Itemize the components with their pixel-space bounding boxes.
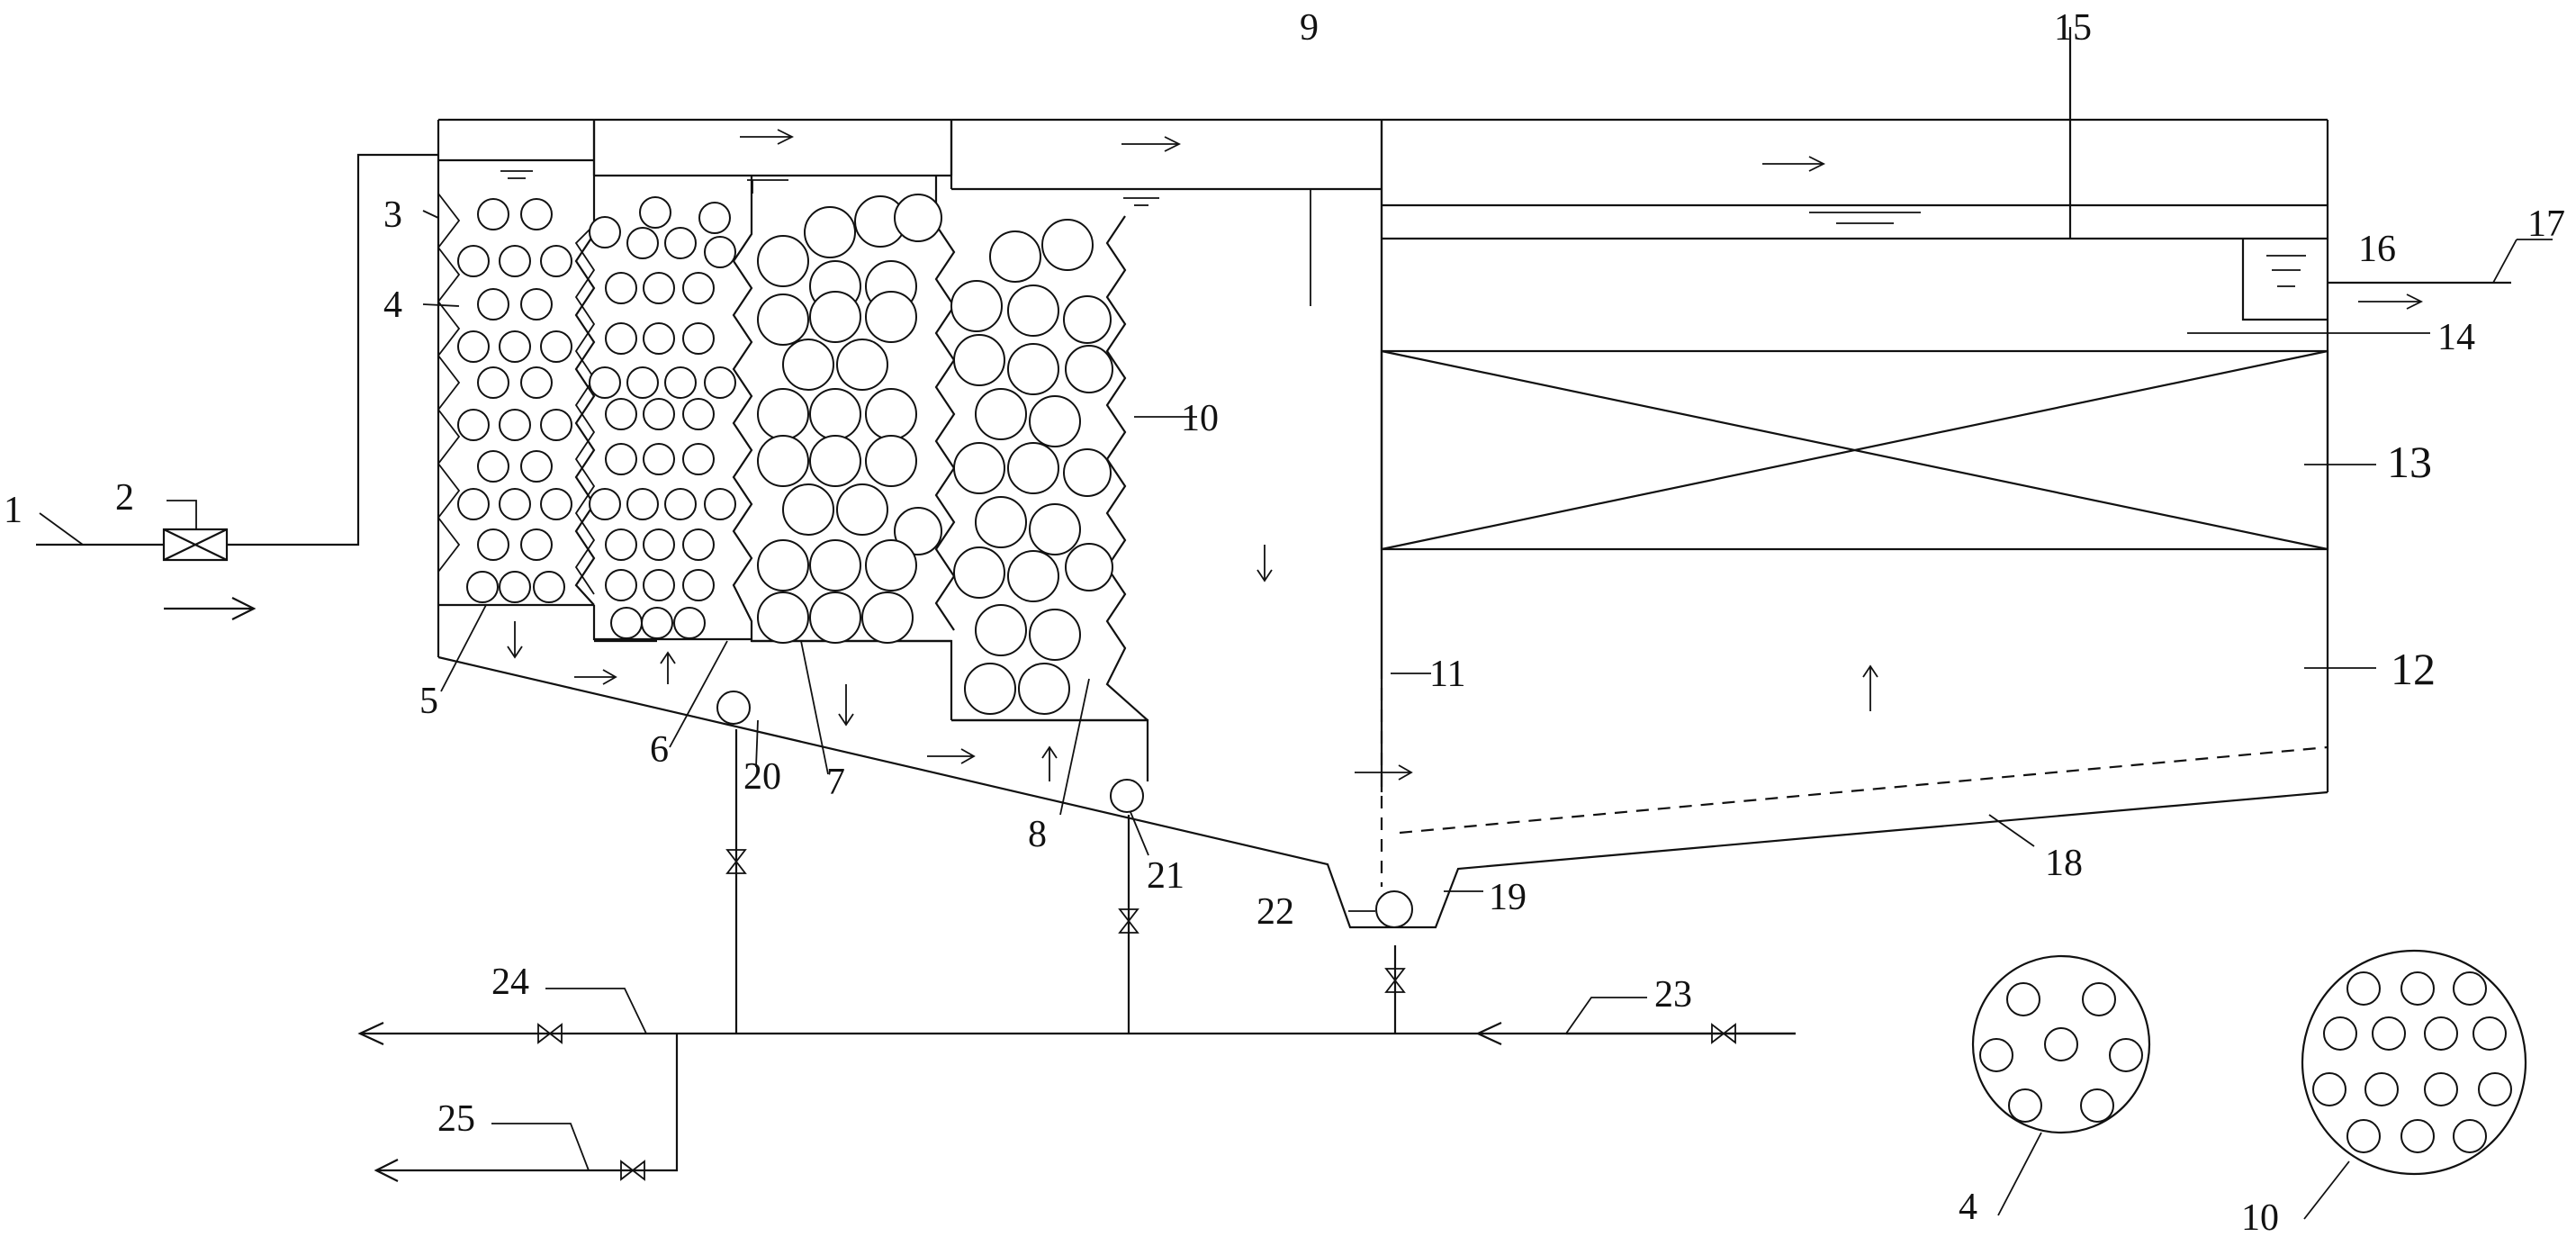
label-3: 3 [383, 194, 402, 236]
label-10: 10 [1181, 398, 1219, 439]
detail-label-4: 4 [1959, 1187, 1977, 1228]
detail-4 [1971, 954, 2151, 1216]
labels: 1 2 3 4 5 6 7 8 9 10 11 12 13 14 15 16 1… [4, 7, 2565, 1237]
detail-10 [2301, 949, 2527, 1220]
valves [537, 849, 1736, 1181]
label-11: 11 [1429, 654, 1465, 695]
label-23: 23 [1654, 974, 1692, 1016]
label-18: 18 [2045, 843, 2083, 884]
label-4: 4 [383, 284, 402, 326]
outlet-weir [2187, 239, 2511, 334]
top-flow-arrows [740, 129, 1826, 172]
label-1: 1 [4, 490, 23, 531]
label-12: 12 [2391, 644, 2436, 694]
chamber-1 [437, 158, 596, 659]
label-21: 21 [1147, 855, 1184, 897]
valve-22 [1384, 968, 1406, 993]
valve-21 [1118, 908, 1139, 934]
chamber-2 [574, 174, 951, 685]
inlet-flow-arrow [164, 597, 257, 620]
chamber-4 [927, 187, 1382, 781]
label-14: 14 [2437, 317, 2475, 358]
label-20: 20 [743, 756, 781, 798]
valve-23 [1711, 1023, 1736, 1044]
label-2: 2 [115, 477, 134, 519]
label-9: 9 [1300, 7, 1319, 49]
label-16: 16 [2358, 229, 2396, 270]
label-22: 22 [1256, 891, 1294, 933]
label-24: 24 [491, 962, 529, 1003]
inlet-pipe [36, 153, 438, 562]
label-25: 25 [437, 1098, 475, 1140]
valve-24 [537, 1023, 563, 1044]
settling-zone [1380, 27, 2329, 711]
label-6: 6 [650, 729, 669, 771]
chamber-3 [750, 176, 956, 727]
detail-label-10: 10 [2241, 1197, 2279, 1237]
label-7: 7 [826, 762, 845, 803]
label-17: 17 [2527, 203, 2565, 245]
label-8: 8 [1028, 814, 1047, 855]
valve-25 [620, 1160, 645, 1181]
drain-piping [357, 691, 1796, 1182]
label-15: 15 [2054, 7, 2092, 49]
valve-20 [725, 849, 747, 874]
center-section [1256, 189, 1413, 887]
leader-lines [39, 210, 2553, 1171]
label-5: 5 [419, 681, 438, 722]
label-19: 19 [1489, 877, 1527, 918]
label-13: 13 [2387, 437, 2432, 487]
